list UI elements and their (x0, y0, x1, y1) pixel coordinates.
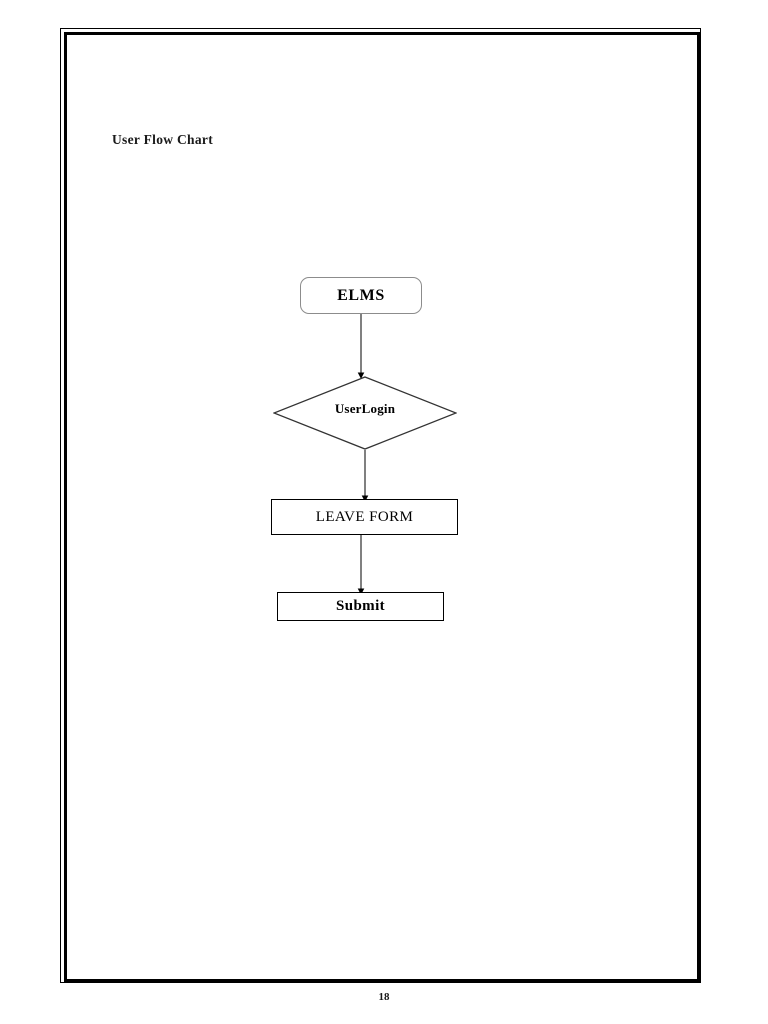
flow-node-userlogin[interactable]: UserLogin (273, 376, 457, 450)
diamond-shape (273, 376, 457, 450)
flow-node-userlogin-label: UserLogin (334, 401, 396, 416)
flow-node-elms-label: ELMS (337, 286, 385, 304)
flow-node-submit[interactable]: Submit (277, 592, 444, 621)
page-title: User Flow Chart (112, 132, 213, 147)
flow-node-leave-form[interactable]: LEAVE FORM (271, 499, 458, 535)
page-border-outer (60, 28, 701, 983)
flow-node-elms[interactable]: ELMS (300, 277, 422, 314)
flow-node-submit-label: Submit (335, 598, 386, 614)
flow-node-leave-form-label: LEAVE FORM (315, 508, 414, 525)
page-number: 18 (378, 991, 390, 1003)
